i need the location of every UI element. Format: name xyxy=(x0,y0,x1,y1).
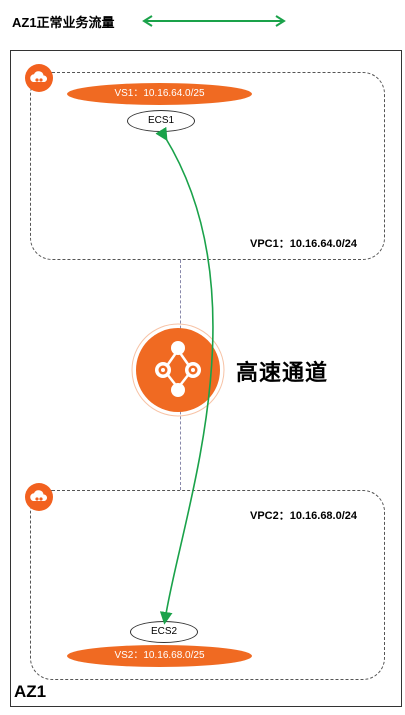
vpc1-label: VPC1：10.16.64.0/24 xyxy=(250,238,358,250)
express-connect-icon xyxy=(130,322,226,418)
cloud-icon xyxy=(25,64,53,92)
ecs2-node: ECS2 xyxy=(130,621,198,643)
ecs1-node: ECS1 xyxy=(127,110,195,132)
cloud-icon xyxy=(25,483,53,511)
vpc2-label: VPC2：10.16.68.0/24 xyxy=(250,510,358,522)
az-container xyxy=(10,50,402,707)
legend-label: AZ1正常业务流量 xyxy=(12,15,115,30)
legend-double-arrow-icon xyxy=(142,15,286,27)
az-label: AZ1 xyxy=(14,682,47,701)
vs2-subnet: VS2：10.16.68.0/25 xyxy=(67,645,252,667)
hub-label: 高速通道 xyxy=(236,360,329,385)
vs1-subnet: VS1：10.16.64.0/25 xyxy=(67,83,252,105)
